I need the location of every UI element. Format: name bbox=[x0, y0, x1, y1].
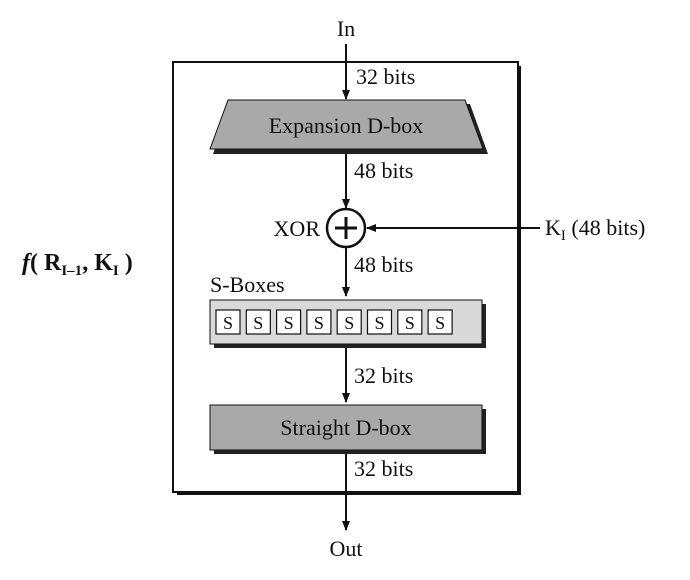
straight-dbox: Straight D-box bbox=[209, 404, 486, 454]
s-box-6: S bbox=[366, 309, 393, 335]
expansion-dbox-label: Expansion D-box bbox=[269, 113, 424, 138]
s-box-cell bbox=[336, 309, 362, 335]
function-boundary-shadow-right bbox=[518, 66, 521, 495]
s-box-cell bbox=[215, 309, 241, 335]
straight-dbox-label: Straight D-box bbox=[280, 415, 411, 440]
s-box-cell bbox=[397, 309, 423, 335]
s-box-5: S bbox=[336, 309, 362, 335]
s-box-cell bbox=[245, 309, 271, 335]
s-box-2: S bbox=[245, 309, 271, 335]
s-box-4: S bbox=[306, 309, 332, 335]
function-boundary-shadow-bottom bbox=[177, 492, 521, 495]
s-box-label: S bbox=[253, 313, 263, 333]
s-box-label: S bbox=[284, 313, 294, 333]
bits-in-label: 32 bits bbox=[356, 64, 415, 89]
s-box-label: S bbox=[223, 313, 233, 333]
s-box-label: S bbox=[344, 313, 354, 333]
s-box-cell bbox=[306, 309, 332, 335]
s-box-label: S bbox=[374, 313, 384, 333]
expansion-dbox-shape bbox=[209, 99, 484, 150]
s-box-label: S bbox=[405, 313, 415, 333]
s-box-label: S bbox=[435, 313, 445, 333]
straight-dbox-shape bbox=[209, 404, 483, 451]
s-box-cell bbox=[427, 309, 453, 335]
input-label: In bbox=[337, 16, 355, 41]
output-label: Out bbox=[330, 536, 363, 561]
sboxes-label: S-Boxes bbox=[210, 272, 285, 297]
s-box-7: S bbox=[397, 309, 423, 335]
s-box-cell bbox=[276, 309, 302, 335]
xor-symbol bbox=[325, 207, 367, 249]
bits-out-label: 32 bits bbox=[354, 456, 413, 481]
bits-after-expansion-label: 48 bits bbox=[354, 158, 413, 183]
key-label: KI (48 bits) bbox=[545, 215, 645, 244]
s-box-8: S bbox=[427, 309, 453, 335]
s-box-label: S bbox=[314, 313, 324, 333]
xor-label: XOR bbox=[274, 216, 321, 241]
s-box-3: S bbox=[276, 309, 302, 335]
bits-after-sboxes-label: 32 bits bbox=[354, 363, 413, 388]
s-box-cell bbox=[366, 309, 393, 335]
expansion-dbox: Expansion D-box bbox=[209, 99, 488, 154]
s-box-1: S bbox=[215, 309, 241, 335]
bits-after-xor-label: 48 bits bbox=[354, 252, 413, 277]
function-label: f( RI–1, KI ) bbox=[22, 250, 133, 279]
